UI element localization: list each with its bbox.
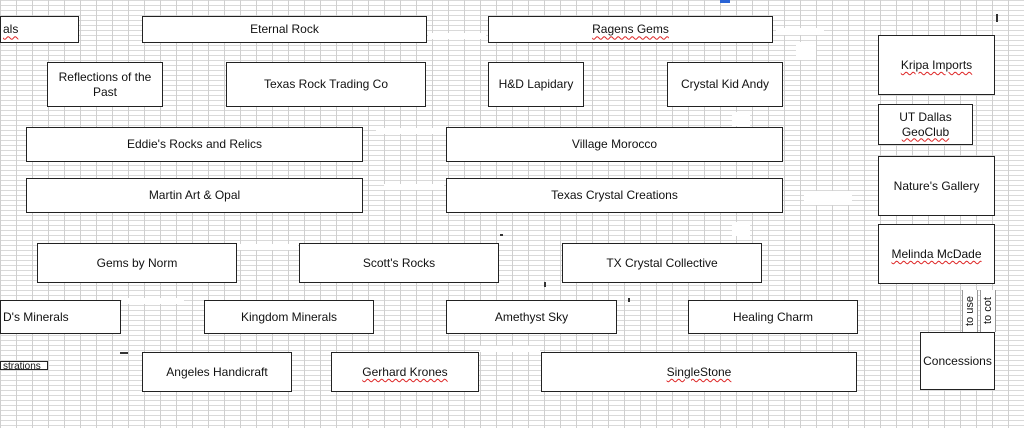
selection-marker: [720, 0, 730, 3]
booth-melinda-mcdade[interactable]: Melinda McDade: [878, 224, 995, 284]
booth-texas-crystal-creations[interactable]: Texas Crystal Creations: [446, 178, 783, 213]
booth-angeles-handicraft[interactable]: Angeles Handicraft: [142, 352, 292, 392]
booth-gems-by-norm[interactable]: Gems by Norm: [37, 243, 237, 283]
booth-crystal-kid-andy[interactable]: Crystal Kid Andy: [667, 62, 783, 107]
booth-minerals[interactable]: als: [0, 16, 79, 43]
blank-cell: [804, 191, 852, 205]
blank-cell: [236, 244, 298, 250]
stray-mark: [628, 298, 630, 302]
stray-mark: [500, 234, 503, 236]
booth-texas-rock-trading[interactable]: Texas Rock Trading Co: [226, 62, 426, 107]
blank-cell: [384, 184, 444, 190]
booth-reflections-of-the-past[interactable]: Reflections of the Past: [47, 62, 163, 107]
booth-tx-crystal-collective[interactable]: TX Crystal Collective: [562, 243, 762, 283]
booth-demonstrations[interactable]: strations: [0, 361, 48, 370]
blank-cell: [776, 28, 824, 35]
vertical-note-to-cot: to cot: [980, 290, 996, 332]
booth-village-morocco[interactable]: Village Morocco: [446, 127, 783, 162]
booth-eternal-rock[interactable]: Eternal Rock: [142, 16, 427, 43]
booth-ragens-gems[interactable]: Ragens Gems: [488, 16, 773, 43]
booth-healing-charm[interactable]: Healing Charm: [688, 300, 858, 334]
booth-hd-lapidary[interactable]: H&D Lapidary: [488, 62, 584, 107]
blank-cell: [480, 346, 540, 352]
blank-cell: [122, 298, 184, 304]
booth-eddies-rocks-and-relics[interactable]: Eddie's Rocks and Relics: [26, 127, 363, 162]
blank-cell: [428, 33, 486, 39]
booth-concessions[interactable]: Concessions: [920, 332, 995, 390]
stray-mark: [544, 282, 546, 287]
blank-cell: [732, 222, 750, 236]
booth-amethyst-sky[interactable]: Amethyst Sky: [446, 300, 617, 334]
booth-gerhard-krones[interactable]: Gerhard Krones: [331, 352, 479, 392]
blank-cell: [732, 112, 750, 126]
booth-singlestone[interactable]: SingleStone: [541, 352, 857, 392]
stray-mark: [120, 352, 128, 354]
booth-kripa-imports[interactable]: Kripa Imports: [878, 35, 995, 95]
booth-ds-minerals[interactable]: D's Minerals: [0, 300, 121, 334]
vertical-note-to-use: to use: [962, 290, 978, 332]
stray-mark: [996, 14, 998, 22]
booth-natures-gallery[interactable]: Nature's Gallery: [878, 156, 995, 216]
blank-cell: [796, 42, 816, 60]
blank-cell: [376, 128, 446, 134]
booth-martin-art-opal[interactable]: Martin Art & Opal: [26, 178, 363, 213]
booth-kingdom-minerals[interactable]: Kingdom Minerals: [204, 300, 374, 334]
booth-scotts-rocks[interactable]: Scott's Rocks: [299, 243, 499, 283]
